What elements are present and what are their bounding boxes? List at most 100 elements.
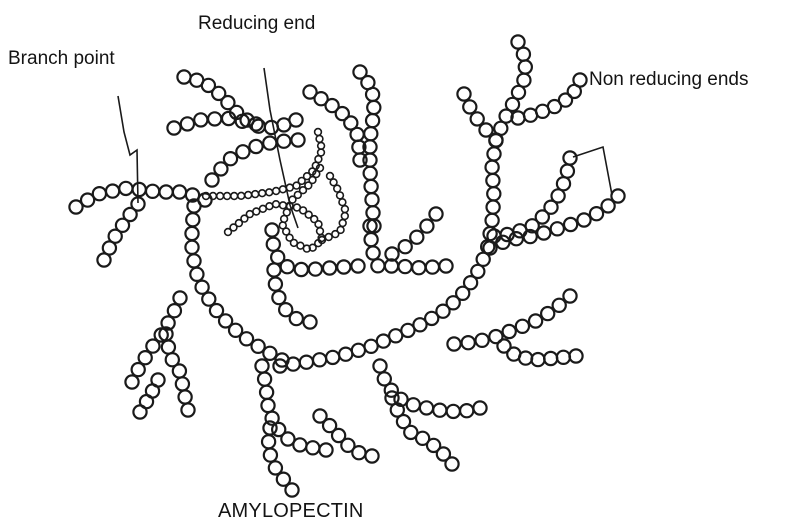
glucose-bead [373,359,386,372]
glucose-bead [280,186,287,193]
glucose-bead [277,135,290,148]
glucose-bead [272,291,285,304]
glucose-bead [365,449,378,462]
glucose-bead [407,398,420,411]
glucose-bead [318,142,325,149]
glucose-bead [291,133,304,146]
glucose-bead [265,223,278,236]
right-branch-top [457,87,502,146]
glucose-bead [176,377,189,390]
glucose-bead [266,203,273,210]
glucose-bead [367,101,380,114]
glucose-bead [93,187,106,200]
glucose-bead [339,199,346,206]
branch-point-leader [118,96,138,203]
glucose-bead [249,140,262,153]
glucose-bead [300,356,313,369]
glucose-bead [236,145,249,158]
glucose-bead [476,334,489,347]
right-branch-nonreducing [483,189,624,254]
glucose-bead [399,260,412,273]
glucose-bead [365,193,378,206]
glucose-bead [290,312,303,325]
glucose-bead [289,113,302,126]
glucose-bead [273,201,280,208]
glucose-bead [325,234,332,241]
glucose-bead [487,147,500,160]
glucose-bead [420,401,433,414]
glucose-bead [497,339,510,352]
glucose-bead [238,192,245,199]
glucose-bead [364,127,377,140]
glucose-bead [341,213,348,220]
upper-centre-arm [303,85,366,166]
glucose-bead [351,128,364,141]
glucose-bead [366,88,379,101]
glucose-bead [371,259,384,272]
glucose-bead [364,167,377,180]
glucose-bead [273,188,280,195]
glucose-bead [190,268,203,281]
glucose-bead [306,441,319,454]
glucose-bead [173,185,186,198]
glucose-bead [447,337,460,350]
glucose-bead [486,161,499,174]
glucose-bead [309,263,322,276]
glucose-bead [531,353,544,366]
glucose-bead [315,156,322,163]
glucose-bead [326,351,339,364]
glucose-bead [167,121,180,134]
glucose-bead [224,152,237,165]
glucose-bead [187,254,200,267]
glucose-bead [337,260,350,273]
glucose-bead [433,404,446,417]
glucose-bead [260,386,273,399]
non-reducing-ends-bracket [573,147,612,195]
glucose-bead [295,263,308,276]
glucose-chains [69,35,624,496]
lower-right-arm-b [497,339,582,366]
glucose-bead [173,364,186,377]
upper-left-arm-c [205,133,304,186]
glucose-bead [286,184,293,191]
glucose-bead [486,174,499,187]
glucose-bead [399,240,412,253]
glucose-bead [231,193,238,200]
glucose-bead [577,213,590,226]
glucose-bead [303,315,316,328]
glucose-bead [351,259,364,272]
glucose-bead [439,259,452,272]
glucose-bead [125,375,138,388]
glucose-bead [564,218,577,231]
glucose-bead [339,348,352,361]
glucose-bead [429,207,442,220]
glucose-bead [317,228,324,235]
glucose-bead [327,173,334,180]
right-branch-lower-loop [363,219,452,274]
glucose-bead [224,193,231,200]
glucose-bead [173,291,186,304]
glucose-bead [517,48,530,61]
glucose-bead [551,222,564,235]
glucose-bead [537,226,550,239]
glucose-bead [162,341,175,354]
glucose-bead [471,112,484,125]
glucose-bead [363,154,376,167]
bottom-arm-right [313,409,378,462]
glucose-bead [132,363,145,376]
glucose-bead [315,129,322,136]
glucose-bead [185,241,198,254]
glucose-bead [462,336,475,349]
glucose-bead [463,100,476,113]
glucose-bead [487,187,500,200]
glucose-bead [486,214,499,227]
glucose-bead [267,263,280,276]
glucose-bead [367,246,380,259]
glucose-bead [259,190,266,197]
glucose-bead [177,70,190,83]
glucose-bead [563,289,576,302]
glucose-bead [385,391,398,404]
glucose-bead [266,189,273,196]
glucose-bead [245,192,252,199]
